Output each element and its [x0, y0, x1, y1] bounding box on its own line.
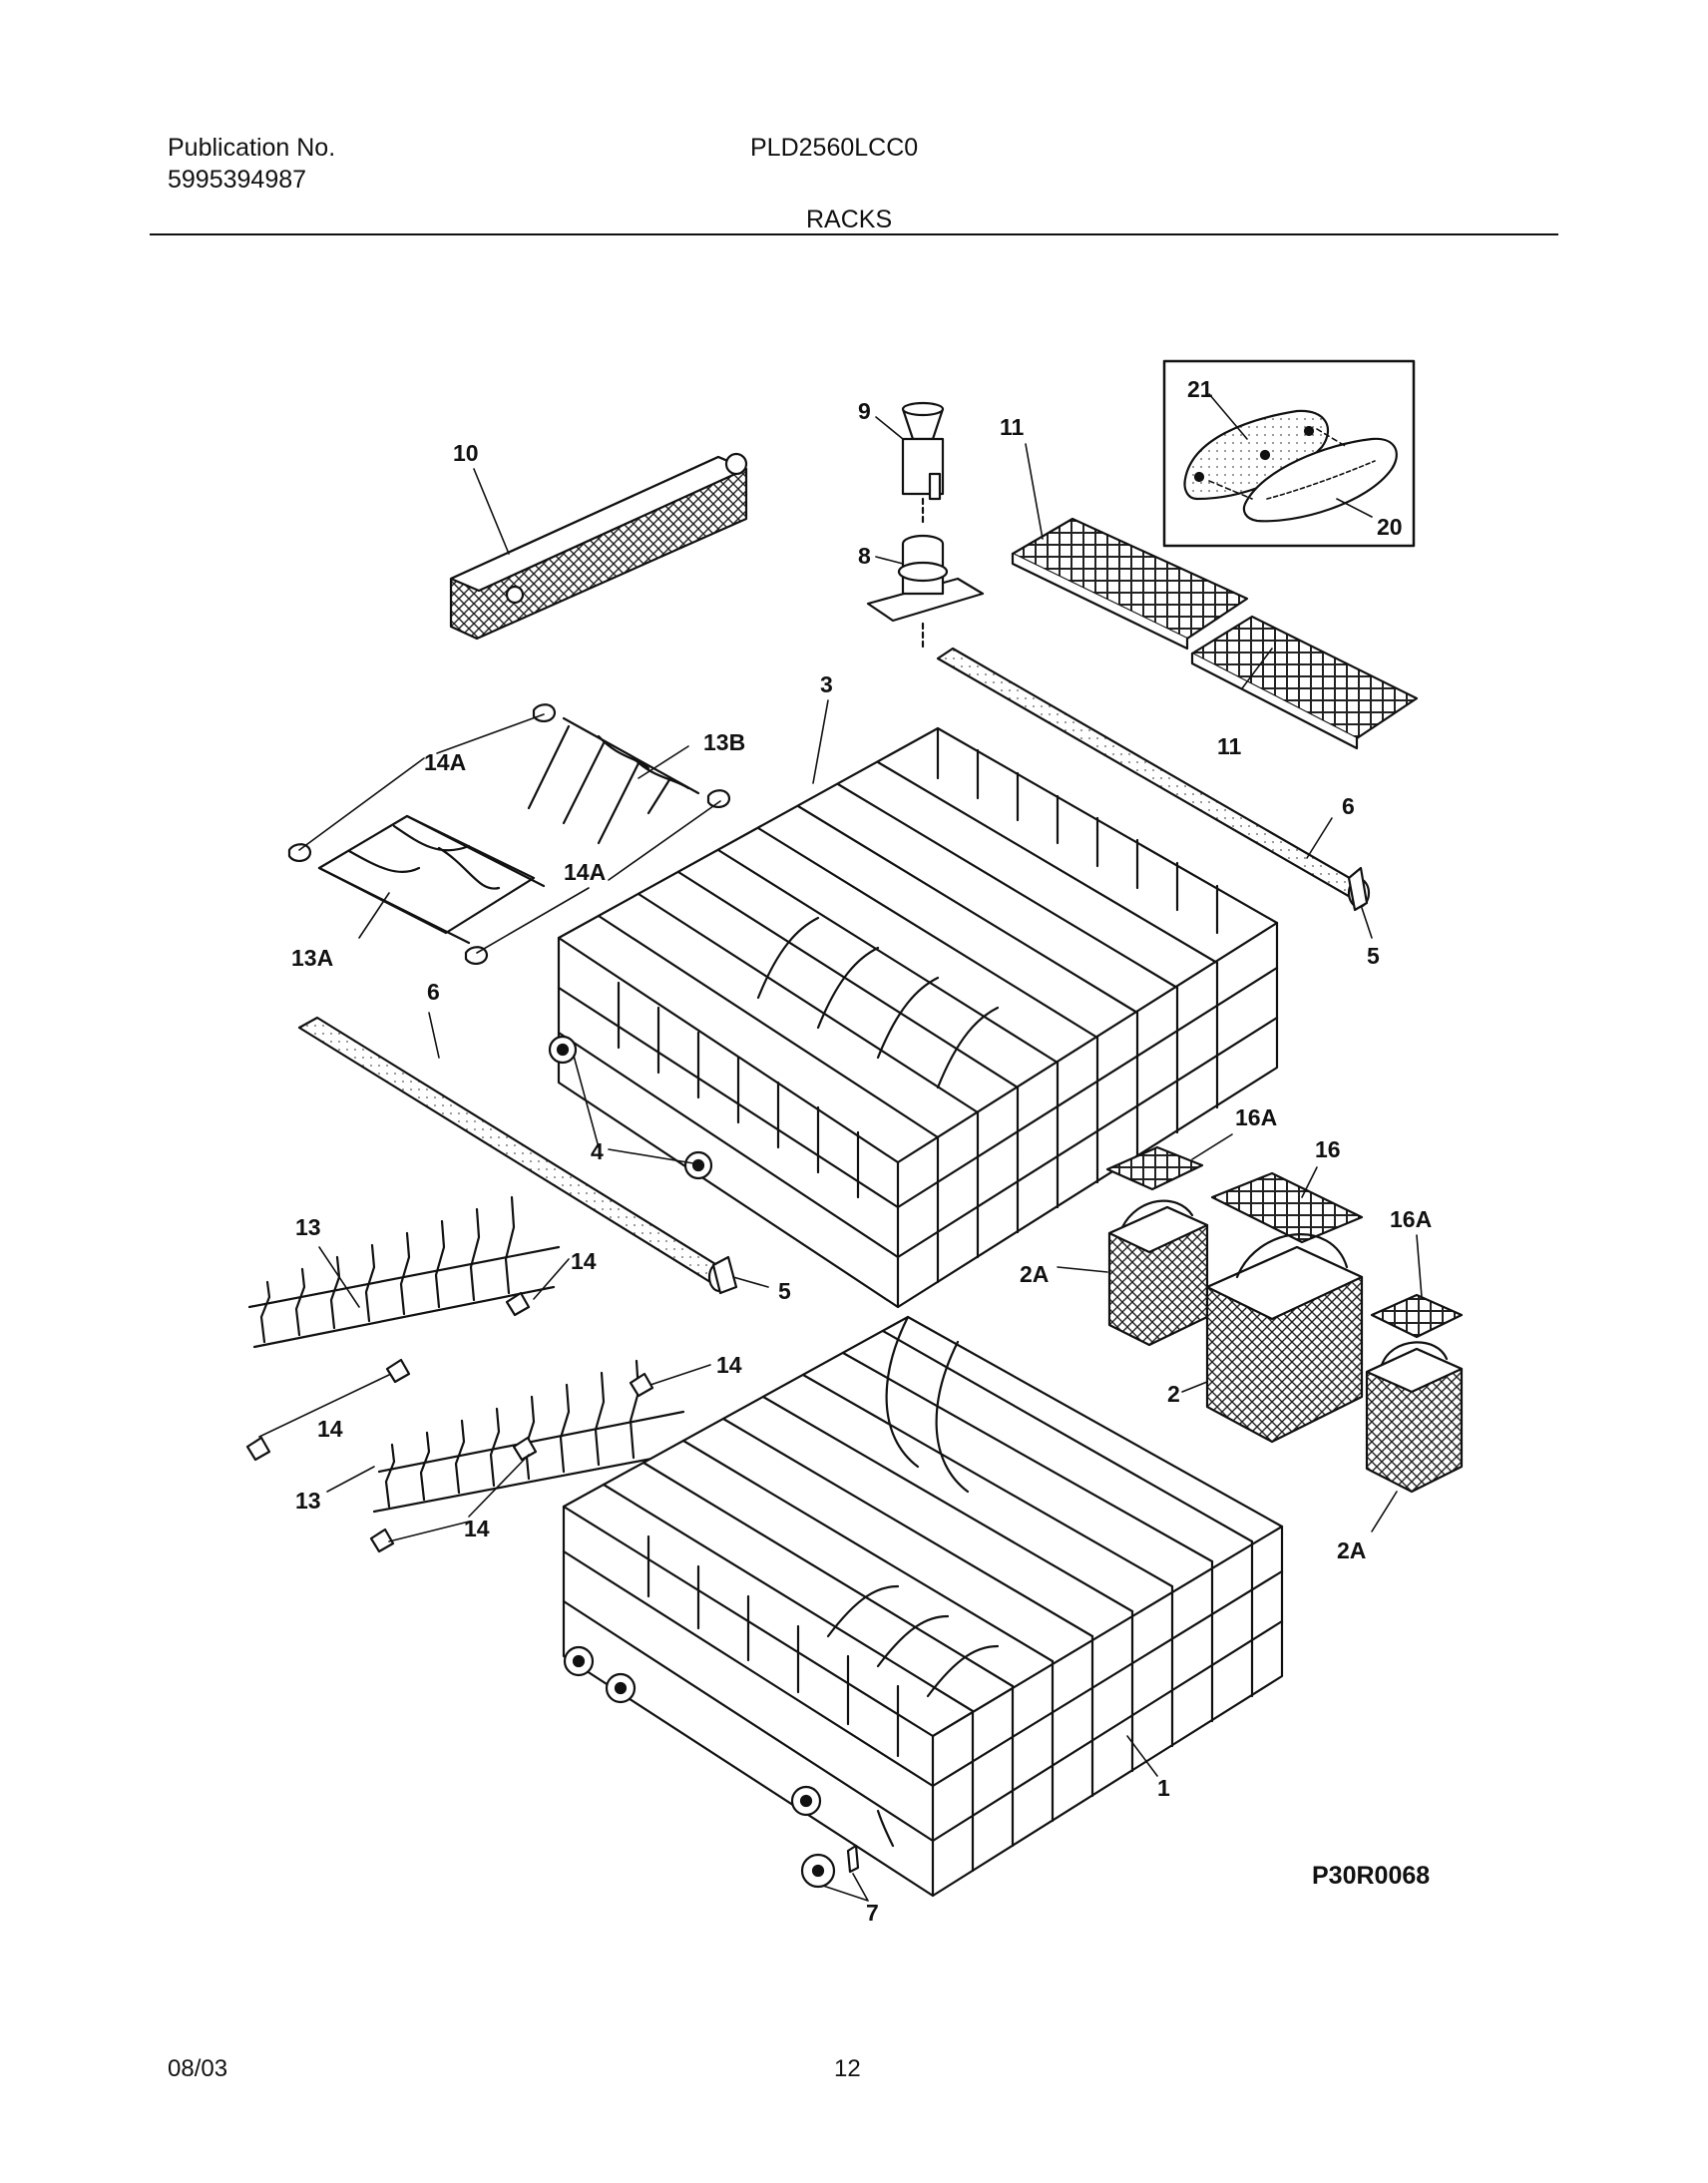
callout-16a-left: 16A	[1235, 1104, 1277, 1130]
callout-14a-top: 14A	[424, 749, 466, 775]
part-16a-cover-left	[1105, 1145, 1204, 1191]
callout-3: 3	[820, 671, 833, 697]
callout-13-bottom: 13	[295, 1488, 321, 1514]
callout-21: 21	[1187, 376, 1213, 402]
part-14a-clips	[287, 703, 731, 965]
part-13-tine-row-top	[247, 1195, 561, 1349]
callout-14a-bottom: 14A	[564, 859, 606, 885]
part-8-hub	[866, 534, 985, 651]
callout-6-left: 6	[427, 979, 440, 1005]
part-11-shelf-bottom	[1190, 615, 1419, 750]
callout-1: 1	[1157, 1775, 1170, 1801]
callout-4: 4	[591, 1138, 604, 1164]
part-2-basket	[1205, 1233, 1364, 1444]
part-2a-basket-right	[1365, 1341, 1464, 1494]
part-7-wheel-axle	[800, 1809, 895, 1889]
part-16-cover	[1210, 1171, 1364, 1244]
part-5-end-cap-right	[1347, 866, 1369, 912]
header-rule	[150, 233, 1558, 235]
callout-14-b: 14	[716, 1352, 742, 1378]
part-13a-shelf	[317, 814, 546, 945]
callout-7: 7	[866, 1900, 879, 1926]
callout-13-top: 13	[295, 1214, 321, 1240]
part-9-nozzle	[901, 401, 945, 526]
callout-5-right: 5	[1367, 943, 1380, 969]
callout-13a: 13A	[291, 945, 333, 971]
part-13b-shelf	[527, 716, 700, 845]
part-16a-cover-right	[1370, 1293, 1464, 1339]
inset-box-20-21	[1162, 359, 1416, 548]
section-title: RACKS	[806, 206, 893, 233]
callout-11-top: 11	[1000, 414, 1025, 440]
callout-11-bottom: 11	[1217, 733, 1242, 759]
callout-6-right: 6	[1342, 793, 1355, 819]
callout-8: 8	[858, 543, 871, 569]
callout-14-c: 14	[317, 1416, 343, 1442]
part-2a-basket-left	[1107, 1199, 1209, 1347]
callout-16a-right: 16A	[1390, 1206, 1432, 1232]
part-11-shelf-top	[1011, 517, 1249, 651]
callout-leaders	[258, 393, 1423, 1902]
part-6-rail-left	[297, 1016, 731, 1293]
callout-2: 2	[1167, 1381, 1180, 1407]
callout-9: 9	[858, 398, 871, 424]
footer-date: 08/03	[168, 2055, 228, 2082]
part-14-clips	[245, 1291, 654, 1553]
diagram-code: P30R0068	[1312, 1862, 1430, 1890]
callout-16: 16	[1315, 1136, 1341, 1162]
callout-2a-right: 2A	[1337, 1537, 1366, 1563]
lower-rack-wheels	[563, 1645, 822, 1817]
model-number: PLD2560LCC0	[750, 134, 919, 162]
callout-14-a: 14	[571, 1248, 597, 1274]
part-3-upper-rack	[557, 726, 1279, 1309]
callout-10: 10	[453, 440, 479, 466]
part-10-basket	[449, 452, 748, 641]
callout-5-left: 5	[778, 1278, 791, 1304]
callout-20: 20	[1377, 514, 1403, 540]
part-1-lower-rack	[562, 1315, 1284, 1898]
callout-2a-left: 2A	[1020, 1261, 1049, 1287]
callout-14-d: 14	[464, 1516, 490, 1541]
page-number: 12	[834, 2055, 861, 2082]
part-4-wheels	[548, 1035, 713, 1180]
publication-number: 5995394987	[168, 166, 307, 194]
publication-label: Publication No.	[168, 134, 336, 162]
callout-13b: 13B	[703, 729, 745, 755]
part-5-end-cap-left	[711, 1255, 738, 1295]
